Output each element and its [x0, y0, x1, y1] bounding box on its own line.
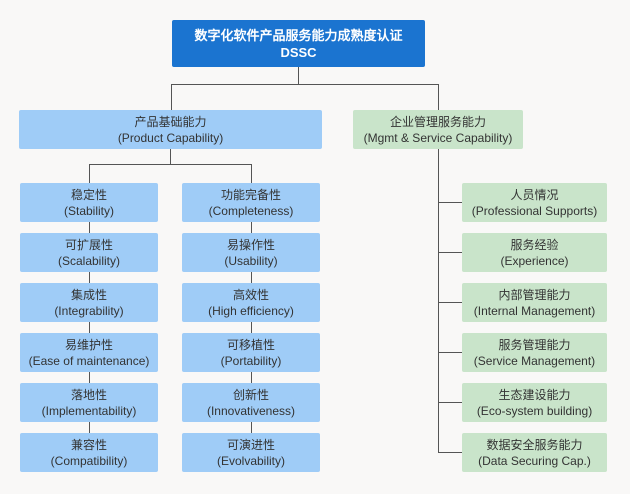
connector — [89, 422, 90, 433]
node-data-securing: 数据安全服务能力 (Data Securing Cap.) — [462, 433, 607, 472]
connector — [89, 222, 90, 233]
node-label-en: (Service Management) — [473, 353, 596, 368]
node-label-en: (Data Securing Cap.) — [478, 453, 591, 468]
node-label-cn: 人员情况 — [510, 187, 559, 202]
node-label-en: (Stability) — [63, 203, 114, 218]
node-completeness: 功能完备性 (Completeness) — [182, 183, 320, 222]
node-label-en: (Product Capability) — [117, 130, 224, 145]
connector — [251, 164, 252, 183]
node-innovativeness: 创新性 (Innovativeness) — [182, 383, 320, 422]
node-compatibility: 兼容性 (Compatibility) — [20, 433, 158, 472]
node-label-en: (High efficiency) — [208, 303, 294, 318]
connector — [438, 452, 462, 453]
node-usability: 易操作性 (Usability) — [182, 233, 320, 272]
connector — [438, 149, 439, 453]
node-label-cn: 产品基础能力 — [134, 114, 207, 129]
connector — [89, 164, 252, 165]
node-label-en: (Implementability) — [41, 403, 137, 418]
node-service-management: 服务管理能力 (Service Management) — [462, 333, 607, 372]
node-label-cn: 数据安全服务能力 — [486, 437, 583, 452]
node-label-en: (Experience) — [500, 253, 569, 268]
node-product-capability: 产品基础能力 (Product Capability) — [19, 110, 322, 149]
node-label-en: (Internal Management) — [473, 303, 596, 318]
node-label-cn: 兼容性 — [70, 437, 107, 452]
connector — [438, 302, 462, 303]
node-label-cn: 创新性 — [232, 387, 269, 402]
connector — [438, 84, 439, 110]
connector — [251, 372, 252, 383]
connector — [251, 222, 252, 233]
node-stability: 稳定性 (Stability) — [20, 183, 158, 222]
node-label-cn: 可移植性 — [226, 337, 275, 352]
node-label-en: (Portability) — [220, 353, 282, 368]
node-label-cn: 易操作性 — [226, 237, 275, 252]
node-implementability: 落地性 (Implementability) — [20, 383, 158, 422]
connector — [89, 372, 90, 383]
node-mgmt-service-capability: 企业管理服务能力 (Mgmt & Service Capability) — [353, 110, 523, 149]
node-label-cn: 集成性 — [70, 287, 107, 302]
connector — [251, 322, 252, 333]
node-label-cn: 可演进性 — [226, 437, 275, 452]
node-professional-supports: 人员情况 (Professional Supports) — [462, 183, 607, 222]
node-label-en: (Ease of maintenance) — [28, 353, 150, 368]
connector — [438, 202, 462, 203]
connector — [89, 164, 90, 183]
node-experience: 服务经验 (Experience) — [462, 233, 607, 272]
node-label-cn: 服务管理能力 — [498, 337, 571, 352]
node-label-cn: 高效性 — [232, 287, 269, 302]
node-scalability: 可扩展性 (Scalability) — [20, 233, 158, 272]
node-label-cn: 内部管理能力 — [498, 287, 571, 302]
node-label-cn: 可扩展性 — [64, 237, 113, 252]
node-ease-of-maintenance: 易维护性 (Ease of maintenance) — [20, 333, 158, 372]
node-label-cn: 生态建设能力 — [498, 387, 571, 402]
node-label-cn: 功能完备性 — [220, 187, 281, 202]
connector — [438, 402, 462, 403]
connector — [89, 322, 90, 333]
connector — [251, 422, 252, 433]
node-label-cn: 数字化软件产品服务能力成熟度认证 — [194, 27, 403, 43]
node-high-efficiency: 高效性 (High efficiency) — [182, 283, 320, 322]
connector — [251, 272, 252, 283]
connector — [171, 84, 172, 110]
connector — [170, 149, 171, 164]
node-internal-management: 内部管理能力 (Internal Management) — [462, 283, 607, 322]
node-portability: 可移植性 (Portability) — [182, 333, 320, 372]
node-label-en: (Completeness) — [208, 203, 294, 218]
node-label-en: (Mgmt & Service Capability) — [363, 130, 513, 145]
node-integrability: 集成性 (Integrability) — [20, 283, 158, 322]
node-label-en: (Compatibility) — [50, 453, 128, 468]
node-label-en: (Innovativeness) — [206, 403, 296, 418]
connector — [171, 84, 439, 85]
node-label-cn: 企业管理服务能力 — [389, 114, 486, 129]
node-ecosystem-building: 生态建设能力 (Eco-system building) — [462, 383, 607, 422]
connector — [298, 67, 299, 84]
connector — [89, 272, 90, 283]
node-evolvability: 可演进性 (Evolvability) — [182, 433, 320, 472]
node-label-en: (Evolvability) — [216, 453, 285, 468]
connector — [438, 352, 462, 353]
node-label-en: (Eco-system building) — [476, 403, 593, 418]
node-label-en: (Usability) — [224, 253, 278, 268]
node-dssc-root: 数字化软件产品服务能力成熟度认证 DSSC — [172, 20, 425, 67]
node-label-en: DSSC — [280, 44, 317, 60]
node-label-en: (Professional Supports) — [471, 203, 598, 218]
node-label-cn: 易维护性 — [64, 337, 113, 352]
node-label-cn: 服务经验 — [510, 237, 559, 252]
node-label-cn: 稳定性 — [70, 187, 107, 202]
node-label-en: (Integrability) — [54, 303, 124, 318]
node-label-cn: 落地性 — [70, 387, 107, 402]
node-label-en: (Scalability) — [57, 253, 120, 268]
connector — [438, 252, 462, 253]
